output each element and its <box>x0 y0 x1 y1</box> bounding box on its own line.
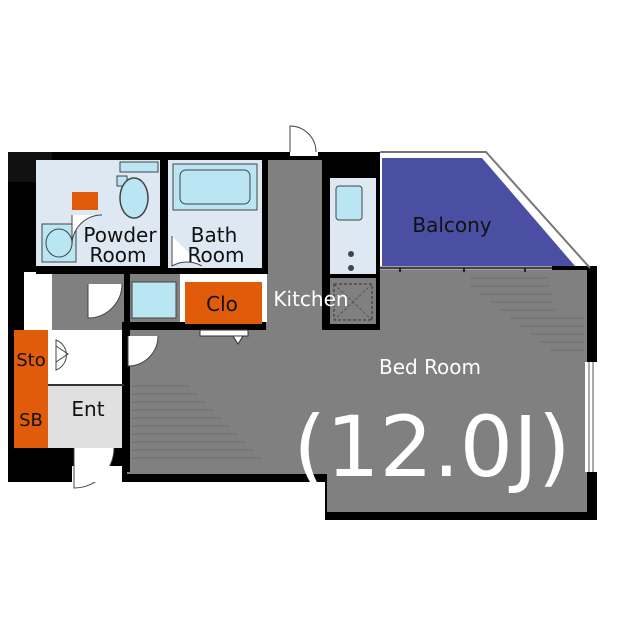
balcony-label: Balcony <box>412 213 491 237</box>
washbasin-icon <box>41 223 77 263</box>
stove-icon <box>348 251 354 271</box>
corridor-door-swing <box>87 283 123 319</box>
closet-label: Clo <box>206 292 238 316</box>
fridge-space-icon <box>333 283 373 321</box>
pipe-space-door <box>289 125 318 156</box>
bath-door-swing <box>171 236 203 267</box>
entrance <box>14 384 124 489</box>
washing-machine-pan-icon <box>131 281 177 319</box>
bath-room <box>168 152 268 274</box>
powder-room-label-line2: Room <box>90 243 147 267</box>
powder-room-label-line1: Powder <box>83 223 157 247</box>
bedroom-window <box>585 362 597 472</box>
bath-room-label-line1: Bath <box>191 223 238 247</box>
shoe-box-label: SB <box>19 410 43 431</box>
bath-room-label-line2: Room <box>188 243 245 267</box>
powder-door-swing <box>71 214 103 246</box>
entrance-label: Ent <box>71 397 104 421</box>
room-labels: Powder Room Bath Room Clo Kitchen Balcon… <box>16 213 570 496</box>
sink-icon <box>335 185 363 221</box>
bathtub-icon <box>172 163 258 211</box>
closet <box>185 282 262 345</box>
kitchen-label: Kitchen <box>273 287 348 311</box>
bedroom-size-label: (12.0J) <box>293 398 570 496</box>
toilet-icon <box>116 161 159 219</box>
storage-label: Sto <box>16 350 46 371</box>
bedroom-door-swing <box>127 335 159 367</box>
kitchen-counter <box>322 152 380 330</box>
powder-room <box>36 152 268 274</box>
storage <box>14 330 69 386</box>
corridor <box>52 274 266 472</box>
bedroom-label: Bed Room <box>379 355 481 379</box>
bedroom-floor-stripes <box>132 277 584 459</box>
balcony <box>380 151 591 272</box>
